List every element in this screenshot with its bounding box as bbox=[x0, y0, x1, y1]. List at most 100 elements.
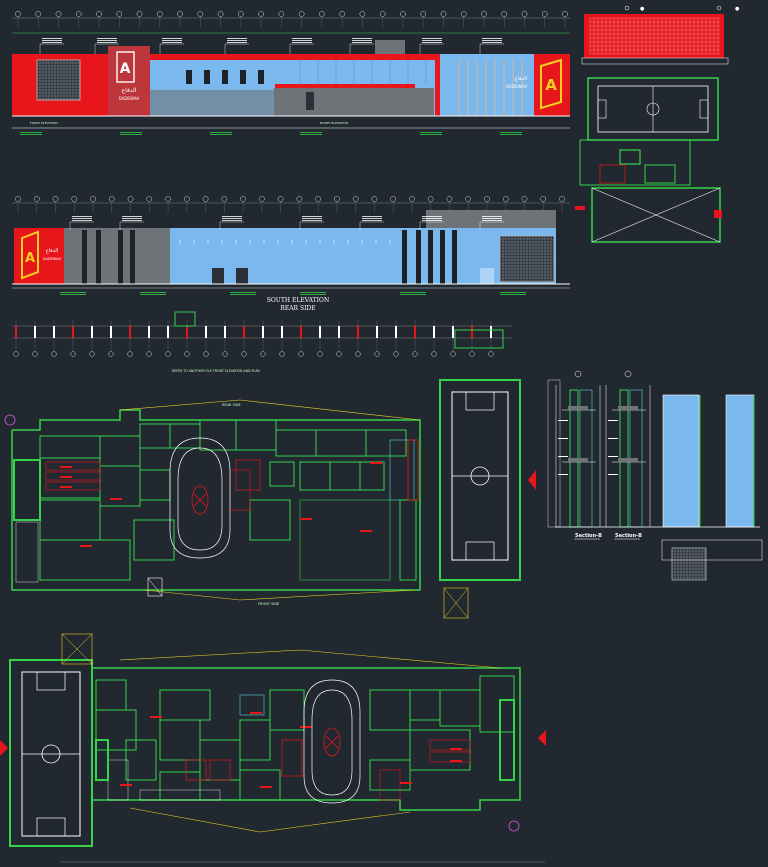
grid-bubble bbox=[334, 196, 340, 202]
room-outline bbox=[95, 739, 109, 781]
cad-linework bbox=[558, 438, 568, 439]
cad-linework bbox=[292, 38, 312, 39]
cad-linework bbox=[205, 326, 207, 338]
room-outline bbox=[185, 759, 207, 781]
grid-bubble bbox=[70, 351, 76, 357]
grid-bubble bbox=[136, 11, 143, 17]
cad-linework bbox=[503, 60, 505, 116]
cad-linework bbox=[167, 326, 169, 338]
room-outline bbox=[159, 719, 201, 761]
cad-linework bbox=[450, 760, 462, 762]
cad-linework bbox=[618, 458, 638, 462]
cad-linework bbox=[300, 326, 302, 338]
cad-linework bbox=[416, 230, 421, 284]
room-outline bbox=[39, 539, 131, 581]
grid-bubble bbox=[315, 196, 321, 202]
cad-linework bbox=[300, 726, 312, 728]
cad-linework bbox=[222, 216, 242, 217]
cad-linework bbox=[260, 786, 272, 788]
cad-linework bbox=[140, 292, 166, 293]
cad-linework bbox=[471, 326, 473, 338]
grid-bubble bbox=[116, 11, 123, 17]
cad-linework bbox=[204, 70, 210, 84]
cad-linework bbox=[262, 326, 264, 338]
grid-bubble bbox=[127, 196, 134, 202]
cad-linework bbox=[618, 406, 638, 410]
cad-linework bbox=[60, 466, 72, 468]
grid-bubble bbox=[427, 196, 434, 202]
grid-bubble bbox=[165, 351, 171, 357]
cad-linework bbox=[122, 218, 142, 219]
room-outline bbox=[209, 759, 231, 781]
cad-linework bbox=[422, 40, 442, 41]
cad-linework bbox=[20, 134, 42, 135]
grid-bubble bbox=[559, 196, 565, 202]
cad-linework bbox=[482, 216, 502, 217]
grid-bubble bbox=[352, 196, 359, 202]
room-outline bbox=[235, 459, 261, 491]
cad-linework bbox=[150, 716, 162, 718]
cad-linework bbox=[72, 216, 92, 217]
grid-bubble bbox=[203, 351, 209, 357]
grid-bubble bbox=[296, 196, 303, 202]
cad-linework bbox=[302, 220, 322, 221]
cad-linework bbox=[120, 132, 142, 133]
room-outline bbox=[45, 481, 101, 491]
south-elevation: A الدفاع DADEWAH SOUTH ELEVATION REAR SI… bbox=[12, 196, 570, 312]
elevation-grey-wall bbox=[274, 88, 434, 116]
cad-linework bbox=[352, 38, 372, 39]
cad-linework bbox=[452, 230, 457, 284]
room-outline bbox=[107, 759, 129, 801]
cad-linework bbox=[60, 476, 72, 478]
cad-linework bbox=[129, 326, 131, 338]
brand-arabic-left: الدفاع bbox=[122, 87, 137, 94]
room-outline bbox=[439, 689, 481, 727]
front-elevation: A الدفاع DADEWAH A الدفاع DADEWAH FRONT … bbox=[12, 11, 570, 135]
cad-linework bbox=[130, 230, 135, 284]
room-outline bbox=[399, 499, 417, 581]
grid-bubble bbox=[278, 11, 285, 17]
grid-bubble bbox=[481, 11, 487, 17]
cad-linework bbox=[400, 292, 426, 293]
grid-bubble bbox=[197, 11, 204, 17]
cad-linework bbox=[500, 134, 522, 135]
grid-bubble bbox=[501, 11, 508, 17]
grid-bubble bbox=[624, 370, 632, 378]
room-outline bbox=[365, 429, 407, 457]
section-b-label-2: Section-B bbox=[615, 533, 642, 539]
grid-bubble bbox=[450, 351, 456, 357]
cad-linework bbox=[300, 294, 326, 295]
room-outline bbox=[407, 439, 419, 501]
cad-linework bbox=[494, 60, 496, 116]
cad-linework bbox=[433, 326, 435, 338]
rooms-plan-1 bbox=[13, 419, 419, 583]
room-outline bbox=[95, 709, 137, 751]
cad-linework bbox=[360, 530, 372, 532]
cad-linework bbox=[140, 294, 166, 295]
grid-bubble bbox=[32, 351, 38, 357]
grid-bubble bbox=[400, 11, 406, 17]
south-brand-en: DADEWAH bbox=[43, 257, 62, 261]
cad-linework bbox=[300, 134, 322, 135]
cad-linework bbox=[467, 60, 469, 116]
grid-bubble bbox=[298, 351, 304, 357]
grid-bubble bbox=[52, 196, 59, 202]
grid-bubble bbox=[35, 11, 42, 17]
grid-bubble bbox=[420, 11, 427, 17]
room-outline bbox=[239, 694, 265, 716]
sections: Section-B Section-B bbox=[547, 370, 763, 581]
cad-linework bbox=[338, 326, 340, 338]
cad-linework bbox=[258, 70, 264, 84]
cad-linework bbox=[118, 230, 123, 284]
svg-text:●: ● bbox=[735, 6, 740, 12]
grid-bubble bbox=[221, 196, 228, 202]
cad-linework bbox=[97, 38, 117, 39]
grid-bubble bbox=[409, 196, 415, 202]
cad-linework bbox=[243, 326, 245, 338]
cad-linework bbox=[482, 40, 502, 41]
cad-linework bbox=[362, 216, 382, 217]
grid-bubble bbox=[393, 351, 399, 357]
cad-linework bbox=[300, 132, 322, 133]
floor-plan-first bbox=[0, 633, 546, 863]
cad-linework bbox=[500, 292, 526, 293]
